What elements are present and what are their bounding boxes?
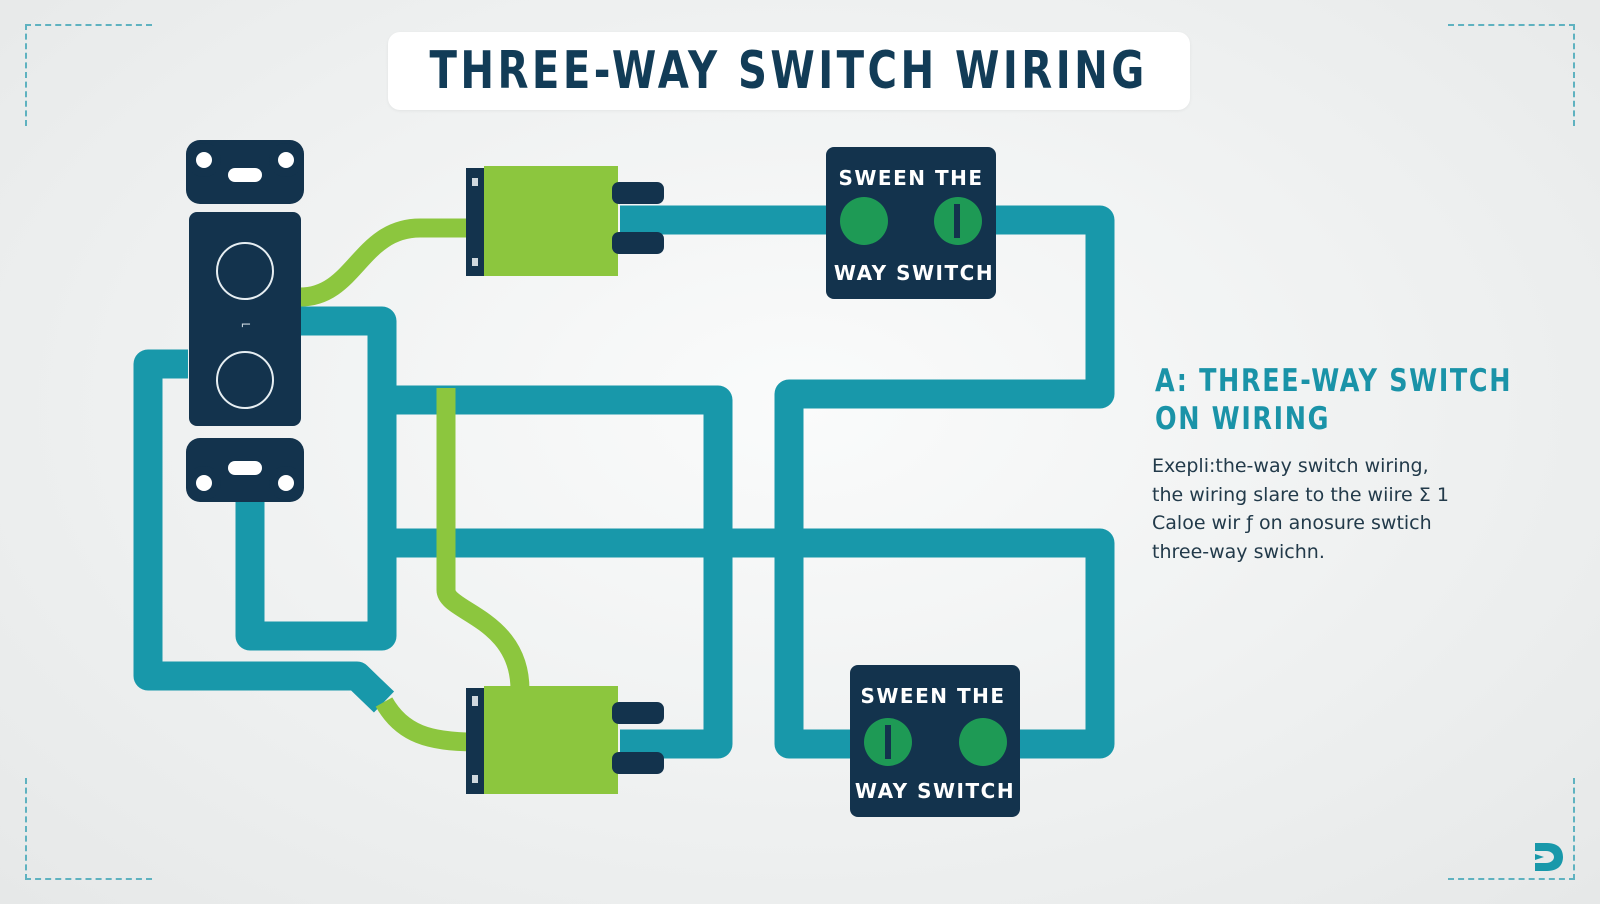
outlet-screw-hole bbox=[278, 152, 294, 168]
connector-block bbox=[484, 166, 618, 276]
outlet-screw-hole bbox=[278, 475, 294, 491]
outlet-receptacle-upper bbox=[216, 242, 274, 300]
three-way-switch-bottom: SWEEN THE WAY SWITCH bbox=[850, 665, 1020, 817]
switch-terminal bbox=[959, 718, 1007, 766]
wire-connector-top bbox=[466, 166, 664, 276]
wire-connector-bottom bbox=[466, 686, 664, 794]
switch-box bbox=[826, 147, 996, 299]
side-heading-line2: ON WIRING bbox=[1155, 401, 1331, 437]
connector-prong bbox=[612, 702, 664, 724]
switch-box bbox=[850, 665, 1020, 817]
switch-terminal bbox=[840, 197, 888, 245]
side-heading-line1: A: THREE-WAY SWITCH bbox=[1155, 363, 1513, 399]
switch-label-line1: SWEEN THE bbox=[860, 684, 1005, 708]
teal-wires bbox=[133, 205, 1115, 759]
switch-terminal-mark bbox=[885, 725, 891, 759]
outlet-slot bbox=[228, 461, 262, 475]
connector-prong bbox=[612, 752, 664, 774]
corner-bracket-top-right bbox=[1448, 24, 1575, 126]
switch-label-line1: SWEEN THE bbox=[838, 166, 983, 190]
outlet-screw-hole bbox=[196, 152, 212, 168]
connector-block bbox=[484, 686, 618, 794]
side-heading: A: THREE-WAY SWITCH ON WIRING bbox=[1155, 362, 1513, 438]
switch-label-line2: WAY SWITCH bbox=[834, 261, 994, 285]
switch-label-line2: WAY SWITCH bbox=[855, 779, 1015, 803]
three-way-switch-top: SWEEN THE WAY SWITCH bbox=[826, 147, 996, 299]
green-wire-vertical bbox=[436, 388, 530, 691]
switch-terminal-mark bbox=[954, 204, 960, 238]
title-banner: THREE-WAY SWITCH WIRING bbox=[388, 32, 1190, 110]
page-title: THREE-WAY SWITCH WIRING bbox=[429, 41, 1149, 101]
connector-prong bbox=[612, 232, 664, 254]
side-body-line: the wiring slare to the wiire Σ 1 bbox=[1152, 483, 1449, 506]
teal-wire-upper-horizontal bbox=[382, 385, 733, 759]
side-description: Exepli:the-way switch wiring, the wiring… bbox=[1152, 452, 1572, 566]
outlet-slot bbox=[228, 168, 262, 182]
green-wire-outlet-to-top-connector bbox=[299, 218, 475, 307]
corner-bracket-top-left bbox=[25, 24, 152, 126]
side-body-line: Caloe wir ƒ on anosure swtich bbox=[1152, 512, 1432, 534]
teal-wire-top-switch-to-right bbox=[774, 205, 1115, 759]
brand-logo-icon bbox=[1535, 843, 1563, 871]
outlet: ⌐ bbox=[186, 140, 304, 502]
teal-wire-lower-horizontal bbox=[382, 528, 1115, 759]
teal-wire-center-loop bbox=[235, 306, 397, 651]
green-wire-to-bottom-connector bbox=[375, 697, 476, 752]
outlet-screw-hole bbox=[196, 475, 212, 491]
corner-bracket-bottom-right bbox=[1448, 778, 1575, 880]
outlet-label: ⌐ bbox=[241, 318, 252, 333]
corner-bracket-bottom-left bbox=[25, 778, 152, 880]
teal-wire-left-loop bbox=[133, 349, 395, 713]
outlet-receptacle-lower bbox=[216, 351, 274, 409]
side-body-line: Exepli:the-way switch wiring, bbox=[1152, 455, 1429, 477]
connector-prong bbox=[612, 182, 664, 204]
side-body-line: three-way swichn. bbox=[1152, 540, 1325, 563]
green-wires bbox=[299, 218, 530, 752]
